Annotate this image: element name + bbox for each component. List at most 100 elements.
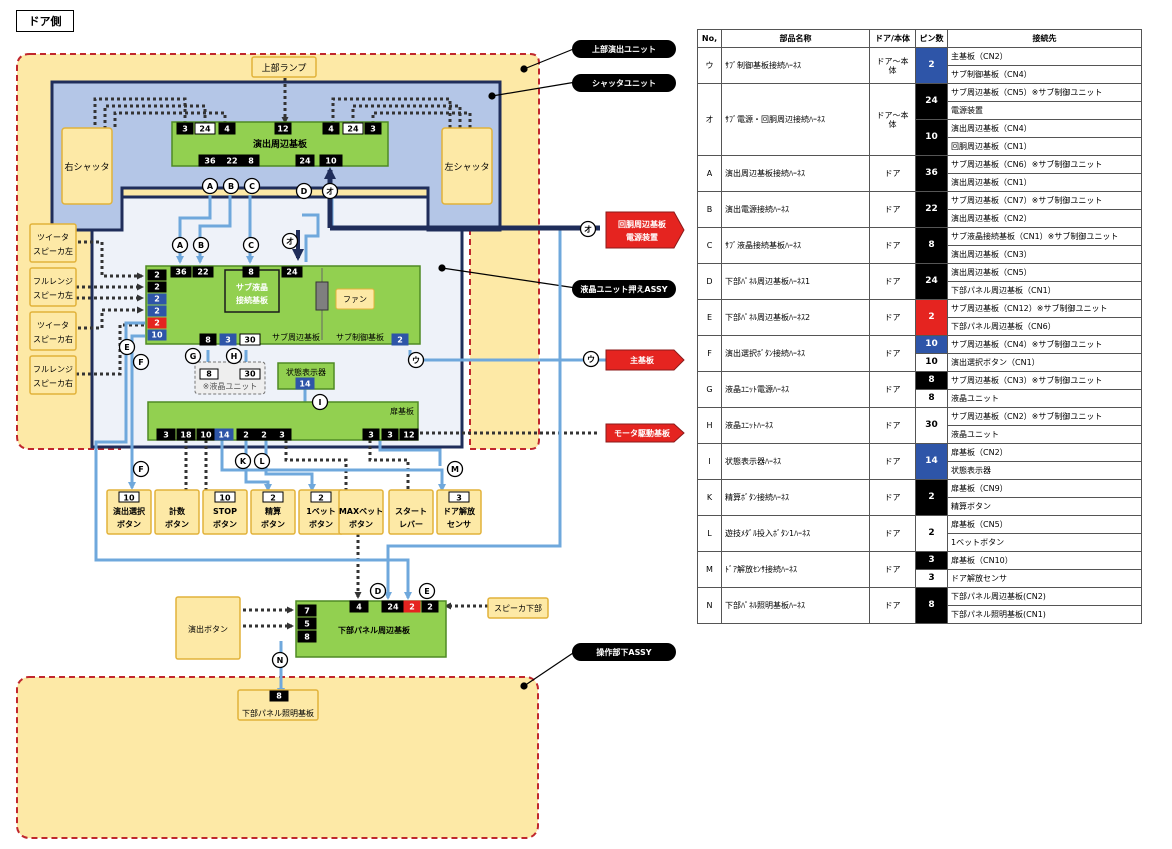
table-cell-pins: 24 <box>915 263 948 300</box>
pin-badge <box>147 293 167 305</box>
table-cell-pins: 10 <box>915 335 948 354</box>
pin-badge <box>199 368 219 380</box>
button-pin-box <box>310 491 332 503</box>
harness-label-circle <box>184 347 202 365</box>
table-cell-no: F <box>697 335 722 372</box>
table-cell-destination: 液晶ユニット <box>947 425 1142 444</box>
table-cell-name: ｻﾌﾞ制御基板接続ﾊｰﾈｽ <box>721 47 870 84</box>
rotary-board-label-2: 電源装置 <box>626 232 658 242</box>
harness-label-circle <box>171 236 189 254</box>
button-label-line2: ボタン <box>213 519 237 529</box>
button-pin-count: 2 <box>318 494 324 503</box>
table-cell-destination: サブ周辺基板（CN2）※サブ制御ユニット <box>947 407 1142 426</box>
table-cell-destination: 下部パネル周辺基板(CN2) <box>947 587 1142 606</box>
button-label-line2: ボタン <box>261 519 285 529</box>
pin-count: 2 <box>243 431 249 440</box>
table-cell-pins: 10 <box>915 119 948 156</box>
pin-count: 7 <box>304 607 310 616</box>
table-cell-destination: 演出選択ボタン（CN1） <box>947 353 1142 372</box>
harness-label: L <box>259 457 264 466</box>
pin-count: 3 <box>225 336 231 345</box>
pin-count: 24 <box>387 603 399 612</box>
pin-badge <box>194 122 216 135</box>
pin-count: 3 <box>163 431 169 440</box>
table-cell-name: 演出電源接続ﾊｰﾈｽ <box>721 191 870 228</box>
fullrange-left-label-1: フルレンジ <box>33 277 73 286</box>
button-pin-box <box>214 491 236 503</box>
harness-label: F <box>138 465 143 474</box>
button-box <box>250 489 296 535</box>
callout-upper-effect-unit: 上部演出ユニット <box>592 44 656 54</box>
motor-board-label: モータ駆動基板 <box>614 428 671 438</box>
sub-lcd-label-2: 接続基板 <box>236 295 269 305</box>
harness-label: A <box>207 182 214 191</box>
pin-badge <box>199 333 217 346</box>
pin-badge <box>147 329 167 341</box>
harness-label: B <box>198 241 204 250</box>
table-cell-destination: サブ制御基板（CN4） <box>947 65 1142 84</box>
harness-label-circle <box>295 182 313 200</box>
button-box <box>202 489 248 535</box>
pin-count: 2 <box>154 307 160 316</box>
table-cell-no: M <box>697 551 722 588</box>
button-label-line1: 1ベット <box>306 507 336 516</box>
table-cell-destination: 主基板（CN2） <box>947 47 1142 66</box>
harness-label-circle <box>253 452 271 470</box>
lower-panel-board <box>295 600 447 658</box>
parts-table: No, 部品名称 ドア/本体 ピン数 接続先 ウｻﾌﾞ制御基板接続ﾊｰﾈｽドア〜… <box>697 29 1142 624</box>
pin-badge <box>319 154 343 167</box>
button-label-line1: 演出選択 <box>113 506 146 516</box>
pin-badge <box>147 317 167 329</box>
table-header-row: No, 部品名称 ドア/本体 ピン数 接続先 <box>697 29 1142 48</box>
pin-count: 10 <box>325 157 337 166</box>
table-cell-pins: 3 <box>915 569 948 588</box>
sub-periph-label: サブ周辺基板 <box>272 332 320 342</box>
pin-badge <box>295 377 315 390</box>
table-cell-pins: 8 <box>915 389 948 408</box>
pin-badge <box>391 333 409 346</box>
table-cell-destination: 演出周辺基板（CN1） <box>947 173 1142 192</box>
table-cell-no: N <box>697 587 722 624</box>
harness-label-circle <box>281 232 299 250</box>
pin-count: 30 <box>244 370 256 379</box>
pin-count: 3 <box>279 431 285 440</box>
harness-label-circle <box>225 347 243 365</box>
pin-badge <box>281 266 303 278</box>
table-cell-name: 精算ﾎﾞﾀﾝ接続ﾊｰﾈｽ <box>721 479 870 516</box>
pin-badge <box>219 333 237 346</box>
pin-count: 8 <box>248 157 254 166</box>
button-label-line2: ボタン <box>349 519 373 529</box>
table-cell-destination: 演出周辺基板（CN2） <box>947 209 1142 228</box>
harness-label-circle <box>407 351 425 369</box>
pin-count: 12 <box>277 125 288 134</box>
pin-count: 22 <box>226 157 237 166</box>
button-label-line2: ボタン <box>309 519 333 529</box>
pin-count: 2 <box>154 271 160 280</box>
pin-badge <box>239 368 261 380</box>
table-cell-pins: 24 <box>915 83 948 120</box>
table-cell-destination: サブ周辺基板（CN6）※サブ制御ユニット <box>947 155 1142 174</box>
fan-label: ファン <box>343 295 367 304</box>
pin-badge <box>176 428 196 441</box>
pin-count: 8 <box>206 370 212 379</box>
button-label-line1: ドア解放 <box>443 506 476 516</box>
table-cell-name: 演出選択ﾎﾞﾀﾝ接続ﾊｰﾈｽ <box>721 335 870 372</box>
harness-label: F <box>138 358 143 367</box>
button-label-line2: センサ <box>447 520 471 529</box>
harness-label: E <box>124 343 129 352</box>
harness-label-circle <box>192 236 210 254</box>
table-cell-no: K <box>697 479 722 516</box>
table-cell-position: ドア〜本体 <box>869 83 916 156</box>
harness-label-circle <box>201 177 219 195</box>
table-cell-name: ﾄﾞｱ解放ｾﾝｻ接続ﾊｰﾈｽ <box>721 551 870 588</box>
speaker-lower-label: スピーカ下部 <box>494 603 542 613</box>
harness-label: G <box>190 352 197 361</box>
pin-badge <box>362 428 380 441</box>
pin-badge <box>381 428 399 441</box>
